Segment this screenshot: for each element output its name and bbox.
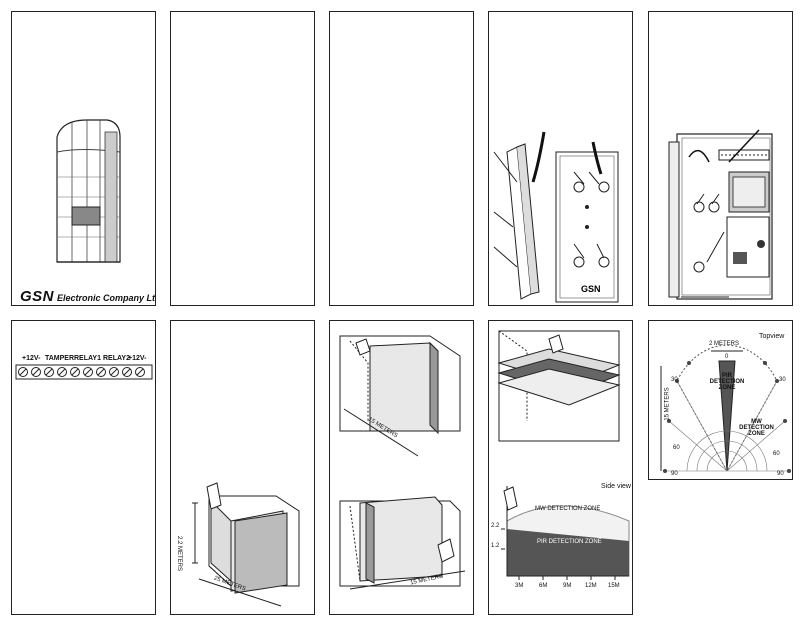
panel-install-views: 15 METERS 15 METERS [329,320,474,615]
terminal-strip [15,364,153,380]
range-height-illustration [192,482,300,607]
panel-blank-2 [170,11,315,306]
panel-side-view: Side view MW DETECTION ZONE PIR DETECTIO… [488,320,633,615]
angle-left-90: 90 [671,471,678,477]
panel-mounting: GSN [488,11,633,306]
circuit-illustration [668,129,773,300]
terminal-label-tamper: TAMPER [45,355,75,362]
x-tick-15: 15M [608,583,620,589]
x-tick-9: 9M [563,583,572,589]
brand-logo: GSN [20,288,55,305]
terminal-label-relay2: RELAY2 [103,355,130,362]
top-view-title: Topview [759,333,785,340]
angle-right-30: 30 [779,377,786,383]
side-view-illustration [497,330,630,580]
width-label: 2 METERS [709,341,740,347]
panel-range-height: 2.2 METERS 25 METERS [170,320,315,615]
company-name: Electronic Company Ltd. [57,293,156,303]
terminal-label-power-2: +12V- [128,355,147,362]
panel-circuit-board [648,11,793,306]
angle-center-0: 0 [725,354,729,360]
depth-label: 15 METERS [664,387,671,421]
height-low-label: 1.2 [491,543,500,549]
panel-product-cover: GSN Electronic Company Ltd. [11,11,156,306]
top-view-illustration [660,344,791,473]
mw-zone-label: MW DETECTION ZONE [535,506,601,512]
pir-zone-label-top: PIR DETECTION ZONE [709,373,745,391]
angle-left-30: 30 [671,377,678,383]
side-view-title: Side view [601,483,631,490]
x-tick-6: 6M [539,583,548,589]
detector-illustration [56,119,121,263]
height-label: 2.2 METERS [176,536,182,572]
panel-top-view: Topview 2 METERS 15 METERS PIR DETECTION… [648,320,793,480]
x-tick-3: 3M [515,583,524,589]
terminal-label-power-1: +12V- [22,355,41,362]
install-illustration [339,335,466,590]
panel-terminal-block: +12V- TAMPER RELAY1 RELAY2 +12V- [11,320,156,615]
mw-zone-label-top: MW DETECTION ZONE [739,419,774,437]
angle-right-90: 90 [777,471,784,477]
mounting-illustration: GSN [493,131,619,303]
mini-logo: GSN [581,284,601,294]
pir-zone-label: PIR DETECTION ZONE [537,539,602,545]
angle-right-60: 60 [773,451,780,457]
terminal-label-relay1: RELAY1 [74,355,101,362]
angle-left-60: 60 [673,445,680,451]
height-high-label: 2.2 [491,523,500,529]
x-tick-12: 12M [585,583,597,589]
panel-blank-3 [329,11,474,306]
